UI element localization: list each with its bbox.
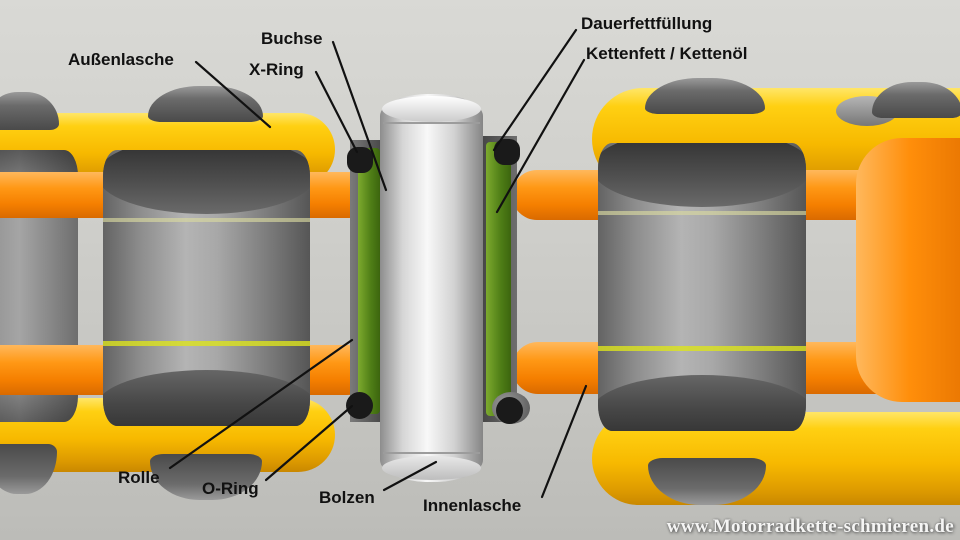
o-ring-seal-left [346, 392, 373, 419]
pin-bolzen [380, 94, 483, 482]
inner-plate-far-right-end [856, 138, 960, 402]
label-kettenfett-kettenoel: Kettenfett / Kettenöl [586, 44, 748, 63]
pin-head-cone-right-top [645, 78, 765, 114]
o-ring-seal-right [496, 397, 523, 424]
pin-head-cone-left-top [148, 86, 263, 122]
leader-line-innenlasche [540, 384, 588, 499]
label-o-ring: O-Ring [202, 479, 259, 498]
pin-head-cone-far-left-bottom [0, 444, 57, 494]
pin-bottom-ridge [383, 452, 480, 454]
roller-right-reflection-top [598, 211, 806, 215]
label-dauerfettfuellung: Dauerfettfüllung [581, 14, 713, 33]
roller-left-reflection-top [103, 218, 310, 222]
watermark-url: www.Motorradkette-schmieren.de [666, 516, 954, 537]
pin-head-cone-far-right-top [872, 82, 960, 118]
pin-top-cap [382, 96, 481, 122]
label-buchse: Buchse [261, 29, 323, 48]
roller-left [103, 150, 310, 426]
pin-top-ridge [383, 122, 480, 124]
label-rolle: Rolle [118, 468, 160, 487]
roller-right-top-cap [598, 143, 806, 207]
label-innenlasche: Innenlasche [423, 496, 522, 515]
x-ring-seal-left [347, 147, 373, 173]
roller-left-top-cap [103, 150, 310, 214]
grease-fill-right [486, 142, 511, 416]
leader-line-dauerfettfuellung [492, 28, 578, 152]
roller-right [598, 143, 806, 431]
label-aussenlasche: Außenlasche [68, 50, 174, 69]
label-bolzen: Bolzen [319, 488, 375, 507]
grease-fill-left [358, 148, 380, 414]
roller-left-reflection-bottom [103, 341, 310, 346]
roller-left-bottom-cap [103, 370, 310, 426]
label-x-ring: X-Ring [249, 60, 304, 79]
roller-right-reflection-bottom [598, 346, 806, 351]
pin-bottom-cap [382, 456, 481, 480]
x-ring-seal-right [494, 139, 520, 165]
pin-head-cone-far-left-top [0, 92, 59, 130]
roller-right-bottom-cap [598, 375, 806, 431]
